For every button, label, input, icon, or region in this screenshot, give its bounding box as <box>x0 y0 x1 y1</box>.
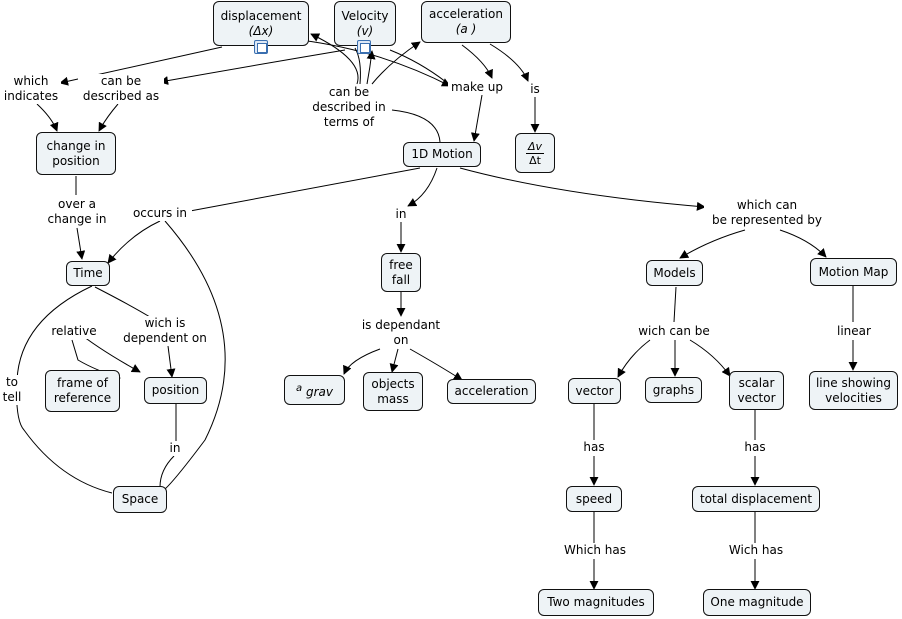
link-dep-agrav <box>343 348 381 375</box>
acceleration-top-title: acceleration <box>429 7 503 21</box>
node-speed[interactable]: speed <box>566 486 622 512</box>
node-models[interactable]: Models <box>646 260 703 286</box>
link-velocity-makeup <box>389 49 447 83</box>
acceleration-top-symbol: (a ) <box>455 22 477 36</box>
link-models-wich <box>673 286 677 323</box>
node-free-fall[interactable]: free fall <box>381 253 421 292</box>
node-displacement[interactable]: displacement (Δx) <box>213 1 309 46</box>
label-which-indicates: which indicates <box>1 74 61 104</box>
label-to-tell: to tell <box>1 375 23 405</box>
link-which-indicates-change <box>36 103 59 132</box>
link-acceleration-is <box>489 43 529 82</box>
node-time[interactable]: Time <box>66 261 110 286</box>
velocity-title: Velocity <box>341 8 389 23</box>
node-a-grav[interactable]: a grav <box>284 375 345 405</box>
label-in-space: in <box>168 441 182 456</box>
link-wich-scalar <box>689 339 731 377</box>
a-grav-label: a grav <box>296 382 333 399</box>
link-1d-occurs <box>189 167 421 212</box>
link-1d-in <box>407 167 438 207</box>
link-time-left <box>16 285 113 494</box>
node-one-magnitude[interactable]: One magnitude <box>703 589 811 616</box>
label-has-vector: has <box>581 440 607 455</box>
label-is-dependant-on: is dependant on <box>357 318 445 348</box>
node-motion-map[interactable]: Motion Map <box>810 258 897 286</box>
link-terms-acceleration <box>371 41 421 85</box>
link-represented-models <box>679 229 746 259</box>
node-frame-of-reference[interactable]: frame of reference <box>45 370 120 412</box>
link-dep-mass <box>389 348 399 373</box>
displacement-title: displacement <box>220 8 302 23</box>
label-make-up: make up <box>448 80 506 95</box>
node-1d-motion[interactable]: 1D Motion <box>403 142 481 167</box>
label-described-in-terms-of: can be described in terms of <box>308 85 390 130</box>
node-vector[interactable]: vector <box>568 378 621 404</box>
label-relative: relative <box>48 324 100 339</box>
dv-dt-fraction: Δv Δt <box>525 139 545 167</box>
a-grav-superscript: a <box>296 382 303 394</box>
node-dv-dt[interactable]: Δv Δt <box>515 133 555 173</box>
node-acceleration[interactable]: acceleration <box>447 379 536 404</box>
link-terms-velocity <box>366 50 376 85</box>
node-velocity[interactable]: Velocity (v) <box>334 1 396 46</box>
node-total-displacement[interactable]: total displacement <box>692 486 820 512</box>
label-wich-is-dependent-on: wich is dependent on <box>120 316 210 346</box>
label-which-can-be-represented-by: which can be represented by <box>704 198 830 228</box>
label-wich-has: Wich has <box>725 543 787 558</box>
link-1d-to-terms <box>391 109 441 143</box>
velocity-symbol: (v) <box>356 23 374 38</box>
label-has-scalar: has <box>742 440 768 455</box>
link-acceleration-makeup <box>461 44 493 79</box>
link-dependent-position <box>166 345 176 378</box>
dt-denominator: Δt <box>529 153 541 167</box>
link-1d-represented <box>459 167 706 211</box>
label-occurs-in: occurs in <box>128 206 192 221</box>
link-represented-motionmap <box>779 229 827 258</box>
link-makeup-1d <box>470 94 483 142</box>
label-which-has: Which has <box>559 543 631 558</box>
link-over-time <box>76 227 86 260</box>
node-graphs[interactable]: graphs <box>645 377 702 403</box>
node-position[interactable]: position <box>144 377 207 404</box>
displacement-symbol: (Δx) <box>248 23 274 38</box>
link-terms-displacement <box>310 33 359 85</box>
link-dep-accel <box>409 348 463 381</box>
link-displacement-makeup <box>299 39 451 87</box>
link-time-dependent <box>94 286 151 318</box>
dv-numerator: Δv <box>525 139 545 154</box>
link-occurs-space <box>164 220 226 490</box>
node-change-in-position[interactable]: change in position <box>36 132 116 175</box>
node-scalar-vector[interactable]: scalar vector <box>729 371 784 410</box>
label-in-free-fall: in <box>393 207 409 222</box>
node-acceleration-top[interactable]: acceleration (a ) <box>421 1 511 43</box>
submap-icon[interactable] <box>254 40 268 54</box>
link-described-as-change <box>98 103 119 132</box>
node-objects-mass[interactable]: objects mass <box>363 372 423 411</box>
node-space[interactable]: Space <box>113 486 167 513</box>
label-wich-can-be: wich can be <box>634 324 714 339</box>
link-in-space <box>159 455 175 488</box>
link-occurs-time <box>107 220 161 264</box>
label-can-be-described-as: can be described as <box>78 74 164 104</box>
submap-icon[interactable] <box>357 40 371 54</box>
label-over-a-change-in: over a change in <box>42 197 112 227</box>
link-wich-vector <box>617 339 651 378</box>
label-is: is <box>527 82 543 97</box>
label-linear: linear <box>834 324 874 339</box>
node-two-magnitudes[interactable]: Two magnitudes <box>538 589 654 616</box>
node-line-showing-velocities[interactable]: line showing velocities <box>809 371 898 410</box>
link-velocity-described-as <box>159 49 346 86</box>
